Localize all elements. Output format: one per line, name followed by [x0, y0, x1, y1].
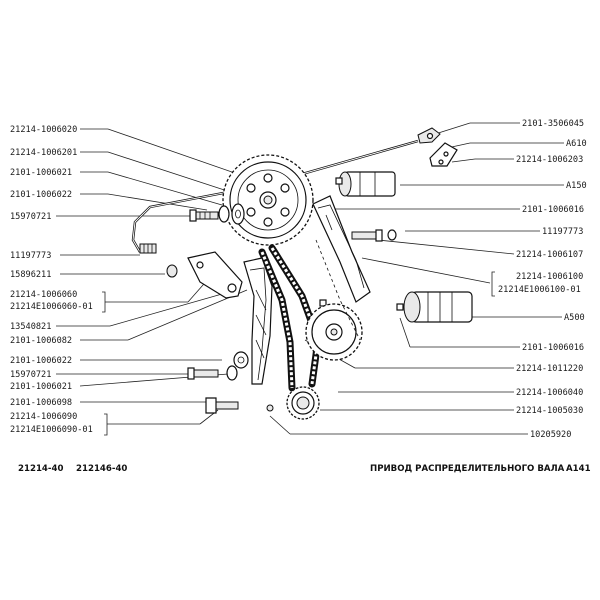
- left-label-8: 21214-1006060: [10, 290, 77, 300]
- intermediate-sprocket: [305, 303, 363, 361]
- crankshaft-sprocket: [286, 386, 320, 420]
- right-label-8: 21214-1006100: [516, 272, 583, 282]
- left-label-3: 2101-1006021: [10, 168, 72, 178]
- left-labels: 21214-1006020 21214-1006201 2101-1006021…: [10, 125, 93, 435]
- right-label-5: 2101-1006016: [522, 205, 584, 215]
- footer: 21214-40 212146-40 ПРИВОД РАСПРЕДЕЛИТЕЛЬ…: [18, 464, 591, 474]
- right-label-10: A500: [564, 313, 585, 323]
- right-label-4: A150: [566, 181, 587, 191]
- crank-key: [266, 404, 274, 412]
- left-label-16: 21214-1006090: [10, 412, 77, 422]
- right-label-6: 11197773: [542, 227, 583, 237]
- guide-bar: [312, 195, 371, 303]
- left-label-15: 2101-1006098: [10, 398, 72, 408]
- tube-clamp: [417, 127, 441, 144]
- right-label-3: 21214-1006203: [516, 155, 583, 165]
- left-label-4: 2101-1006022: [10, 190, 72, 200]
- lower-bolt: [187, 365, 238, 381]
- sprocket-bolt: [189, 209, 219, 222]
- bracket-plate: [429, 142, 458, 167]
- left-label-11: 2101-1006082: [10, 336, 72, 346]
- right-label-7: 21214-1006107: [516, 250, 583, 260]
- camshaft-sprocket: [222, 154, 314, 246]
- leader-lines: [56, 122, 564, 435]
- right-label-2: A610: [566, 139, 587, 149]
- right-label-9: 21214E1006100-01: [498, 285, 581, 295]
- left-label-13: 15970721: [10, 370, 51, 380]
- nozzle-washer: [166, 264, 178, 278]
- right-label-11: 2101-1006016: [522, 343, 584, 353]
- footer-code-mid: 212146-40: [76, 464, 127, 474]
- washer: [231, 203, 245, 225]
- oil-nozzle-bracket: [187, 251, 243, 299]
- left-label-10: 13540821: [10, 322, 51, 332]
- left-label-5: 15970721: [10, 212, 51, 222]
- left-brackets: [102, 291, 110, 436]
- right-label-1: 2101-3506045: [522, 119, 584, 129]
- left-label-1: 21214-1006020: [10, 125, 77, 135]
- left-label-2: 21214-1006201: [10, 148, 77, 158]
- right-label-12: 21214-1011220: [516, 364, 583, 374]
- footer-title: ПРИВОД РАСПРЕДЕЛИТЕЛЬНОГО ВАЛА: [370, 464, 565, 474]
- left-label-17: 21214E1006090-01: [10, 425, 93, 435]
- right-label-13: 21214-1006040: [516, 388, 583, 398]
- right-label-15: 10205920: [530, 430, 571, 440]
- chain-shoe: [243, 257, 273, 385]
- left-label-12: 2101-1006022: [10, 356, 72, 366]
- tube-fitting: [139, 243, 157, 254]
- intermediate-shaft-gear: [396, 291, 473, 323]
- left-label-9: 21214E1006060-01: [10, 302, 93, 312]
- right-bracket: [491, 271, 495, 297]
- tensioner-bolt: [351, 229, 397, 242]
- footer-sheet: A141: [566, 464, 591, 474]
- tensioner-plunger: [335, 171, 396, 197]
- footer-code-left: 21214-40: [18, 464, 63, 474]
- lock-washer: [218, 205, 230, 223]
- left-label-6: 11197773: [10, 251, 51, 261]
- right-labels: 2101-3506045 A610 21214-1006203 A150 210…: [498, 119, 587, 440]
- shoe-bolt: [205, 397, 239, 414]
- lower-washer: [233, 351, 249, 369]
- left-label-7: 15896211: [10, 270, 51, 280]
- left-label-14: 2101-1006021: [10, 382, 72, 392]
- right-label-14: 21214-1005030: [516, 406, 583, 416]
